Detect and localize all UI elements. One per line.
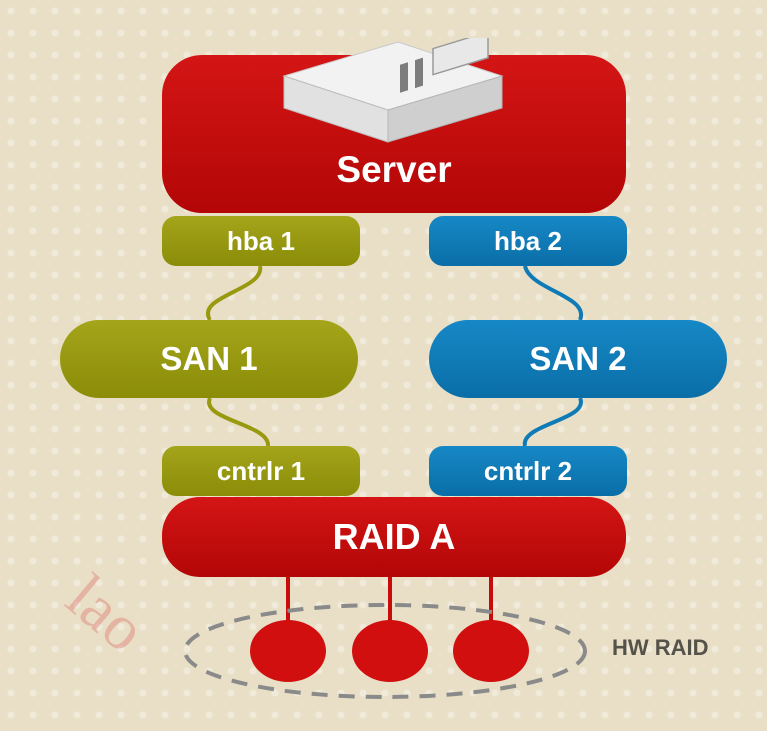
wire-san2-ctl2 <box>522 397 583 447</box>
disk-2 <box>352 620 428 682</box>
hba-1-node: hba 1 <box>162 216 360 266</box>
controller-1-node: cntrlr 1 <box>162 446 360 496</box>
disk-1 <box>250 620 326 682</box>
server-label: Server <box>336 149 452 190</box>
wire-san1-ctl1 <box>207 397 270 447</box>
server-icon <box>282 38 504 143</box>
san-1-label: SAN 1 <box>160 340 258 377</box>
san-2-label: SAN 2 <box>529 340 627 377</box>
wire-hba2-san2 <box>523 265 584 321</box>
hw-raid-group-outline <box>183 603 587 699</box>
controller-2-label: cntrlr 2 <box>483 455 573 486</box>
controller-1-label: cntrlr 1 <box>216 455 306 486</box>
disk-3 <box>453 620 529 682</box>
san-1-node: SAN 1 <box>60 320 358 398</box>
san-2-node: SAN 2 <box>429 320 727 398</box>
raid-a-node: RAID A <box>162 497 626 577</box>
hba-2-label: hba 2 <box>494 225 562 256</box>
hba-1-label: hba 1 <box>227 225 295 256</box>
controller-2-node: cntrlr 2 <box>429 446 627 496</box>
wire-hba1-san1 <box>205 265 263 322</box>
hba-2-node: hba 2 <box>429 216 627 266</box>
raid-a-label: RAID A <box>332 516 456 557</box>
hw-raid-label: HW RAID <box>612 635 709 660</box>
